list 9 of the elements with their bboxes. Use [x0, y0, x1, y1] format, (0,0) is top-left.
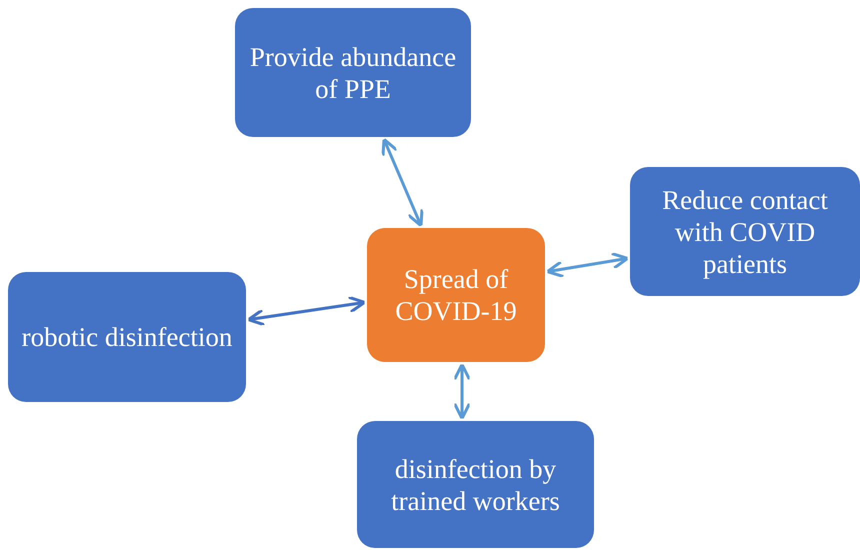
double-arrow [246, 296, 366, 326]
process-box: Reduce contact with COVID patients [630, 167, 860, 296]
double-arrow [546, 252, 630, 278]
central-box: Spread of COVID-19 [367, 228, 545, 362]
double-arrow [453, 363, 471, 420]
process-box: robotic disinfection [8, 272, 246, 402]
process-box: Provide abundance of PPE [235, 8, 471, 137]
process-box: disinfection by trained workers [357, 421, 594, 548]
double-arrow [382, 138, 424, 228]
